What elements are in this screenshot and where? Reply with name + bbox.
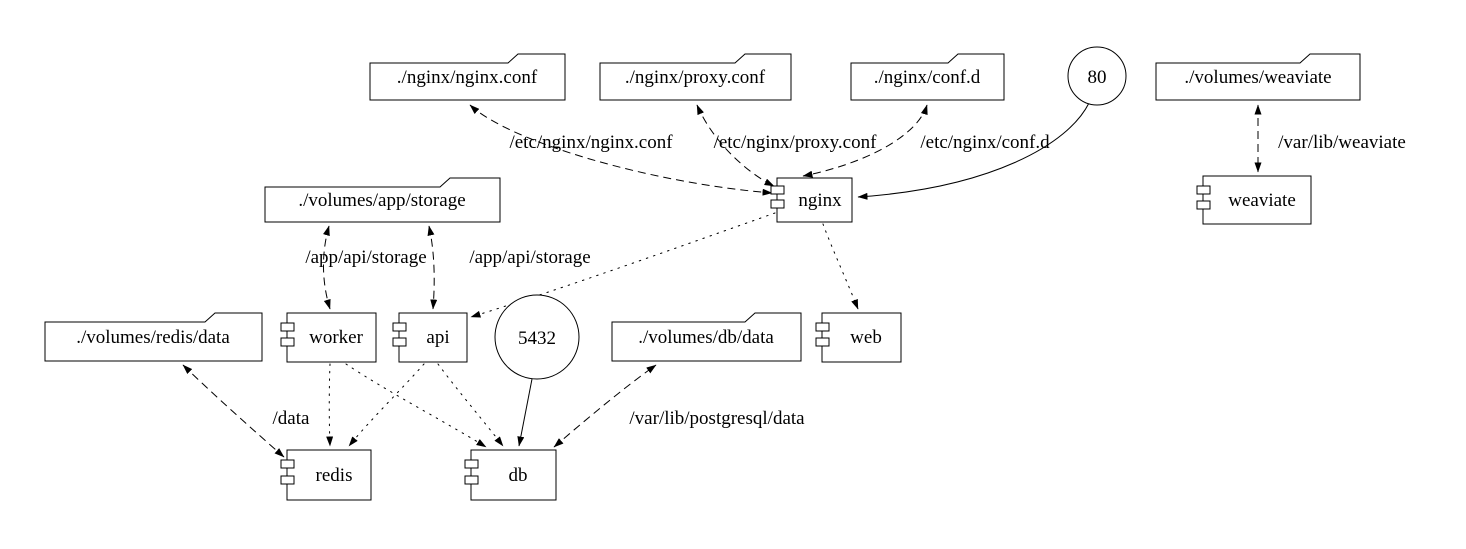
component-box xyxy=(286,449,372,501)
component-tab-icon xyxy=(280,475,295,485)
node-label-web: web xyxy=(850,327,882,348)
node-label-nginx-conf: ./nginx/nginx.conf xyxy=(397,67,538,88)
folder-icon xyxy=(264,177,501,223)
folder-icon xyxy=(850,53,1005,101)
port-circle-icon xyxy=(494,294,580,380)
component-tab-icon xyxy=(280,337,295,347)
edge-db-data-mount xyxy=(553,364,657,448)
node-volumes-redis-data: ./volumes/redis/data xyxy=(44,312,263,362)
edge-port-80-nginx xyxy=(857,102,1090,200)
component-tab-icon xyxy=(392,337,407,347)
edge-api-redis xyxy=(348,363,425,447)
node-label-port-5432: 5432 xyxy=(518,328,556,349)
node-label-volumes-app-storage: ./volumes/app/storage xyxy=(298,190,465,211)
edge-label-nginx-conf-mount: /etc/nginx/nginx.conf xyxy=(509,132,673,153)
component-tab-icon xyxy=(770,185,785,195)
folder-icon xyxy=(599,53,792,101)
edge-label-api-storage-mount: /app/api/storage xyxy=(469,247,590,268)
edge-worker-db xyxy=(345,363,487,448)
node-label-api: api xyxy=(426,327,449,348)
folder-icon xyxy=(611,312,802,362)
edge-worker-storage-mount xyxy=(323,225,331,310)
component-tab-icon xyxy=(280,459,295,469)
component-tab-icon xyxy=(1196,185,1211,195)
component-tab-icon xyxy=(815,322,830,332)
node-volumes-app-storage: ./volumes/app/storage xyxy=(264,177,501,223)
component-tab-icon xyxy=(815,337,830,347)
node-label-conf-d: ./nginx/conf.d xyxy=(874,67,981,88)
node-proxy-conf: ./nginx/proxy.conf xyxy=(599,53,792,101)
node-label-redis: redis xyxy=(316,465,353,486)
nodes-layer: ./nginx/nginx.conf ./nginx/proxy.conf ./… xyxy=(44,46,1361,501)
node-volumes-weaviate: ./volumes/weaviate xyxy=(1155,53,1361,101)
node-port-5432: 5432 xyxy=(494,294,580,380)
node-label-weaviate: weaviate xyxy=(1228,190,1296,211)
edge-label-db-mount: /var/lib/postgresql/data xyxy=(629,408,805,429)
node-worker: worker xyxy=(280,312,377,363)
node-nginx: nginx xyxy=(770,177,853,223)
folder-icon xyxy=(369,53,566,101)
edge-api-db xyxy=(437,363,504,447)
edge-label-weaviate-mount: /var/lib/weaviate xyxy=(1278,132,1406,153)
edge-api-storage-mount xyxy=(427,225,438,310)
component-tab-icon xyxy=(392,322,407,332)
edge-label-worker-storage-mount: /app/api/storage xyxy=(305,247,426,268)
edge-worker-redis xyxy=(326,363,334,447)
node-label-db: db xyxy=(509,465,528,486)
component-tab-icon xyxy=(1196,200,1211,210)
edges-layer xyxy=(182,102,1262,458)
node-label-volumes-weaviate: ./volumes/weaviate xyxy=(1184,67,1331,88)
folder-icon xyxy=(1155,53,1361,101)
edge-label-proxy-conf-mount: /etc/nginx/proxy.conf xyxy=(714,132,878,153)
component-box xyxy=(1202,175,1312,225)
edge-nginx-web xyxy=(822,223,859,310)
node-db: db xyxy=(464,449,557,501)
node-weaviate: weaviate xyxy=(1196,175,1312,225)
component-box xyxy=(821,312,902,363)
edge-label-redis-mount: /data xyxy=(273,408,310,429)
node-label-port-80: 80 xyxy=(1088,67,1107,88)
component-box xyxy=(286,312,377,363)
node-api: api xyxy=(392,312,468,363)
edge-port-5432-db xyxy=(517,378,533,447)
node-label-worker: worker xyxy=(309,327,363,348)
component-tab-icon xyxy=(770,199,785,209)
component-box xyxy=(398,312,468,363)
component-tab-icon xyxy=(464,459,479,469)
component-tab-icon xyxy=(464,475,479,485)
node-label-volumes-db-data: ./volumes/db/data xyxy=(638,327,774,348)
edge-labels-layer: /etc/nginx/nginx.conf /etc/nginx/proxy.c… xyxy=(273,132,1406,429)
node-port-80: 80 xyxy=(1067,46,1127,106)
edge-nginx-api xyxy=(470,212,776,318)
edge-nginx-conf-mount xyxy=(469,104,773,196)
node-label-nginx: nginx xyxy=(798,190,842,211)
node-conf-d: ./nginx/conf.d xyxy=(850,53,1005,101)
node-web: web xyxy=(815,312,902,363)
node-label-volumes-redis-data: ./volumes/redis/data xyxy=(76,327,230,348)
node-nginx-conf: ./nginx/nginx.conf xyxy=(369,53,566,101)
component-box xyxy=(470,449,557,501)
folder-icon xyxy=(44,312,263,362)
port-circle-icon xyxy=(1067,46,1127,106)
node-label-proxy-conf: ./nginx/proxy.conf xyxy=(625,67,766,88)
edge-redis-data-mount xyxy=(182,364,285,458)
node-redis: redis xyxy=(280,449,372,501)
node-volumes-db-data: ./volumes/db/data xyxy=(611,312,802,362)
edge-label-conf-d-mount: /etc/nginx/conf.d xyxy=(920,132,1050,153)
edge-conf-d-mount xyxy=(802,104,928,178)
component-tab-icon xyxy=(280,322,295,332)
edge-proxy-conf-mount xyxy=(696,104,775,187)
